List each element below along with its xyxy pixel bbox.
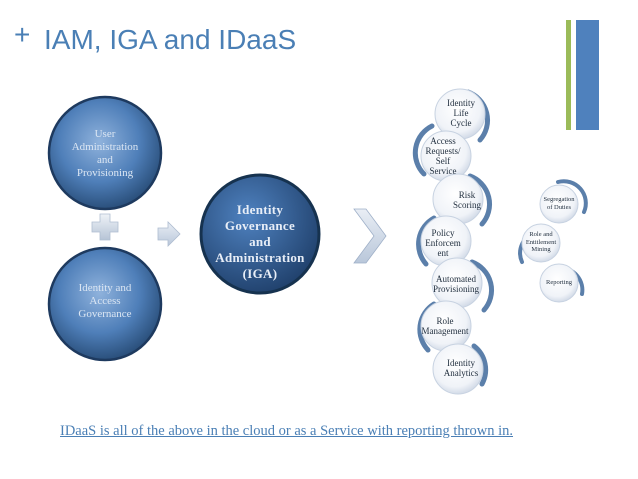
side-item-circle bbox=[521, 223, 561, 263]
identity-access-label: Identity and Access Governance bbox=[78, 282, 132, 320]
plus-icon: + bbox=[14, 19, 31, 50]
side-item-circle bbox=[539, 184, 579, 224]
user-admin-label: User Administration and Provisioning bbox=[71, 128, 139, 179]
capability-circle bbox=[432, 343, 484, 395]
arrow-right-icon bbox=[157, 221, 181, 247]
identity-access-circle bbox=[47, 246, 163, 362]
user-admin-circle bbox=[47, 95, 163, 211]
accent-bar-green bbox=[566, 20, 571, 130]
chevron-right-icon bbox=[353, 208, 387, 264]
slide-title: IAM, IGA and IDaaS bbox=[44, 24, 297, 55]
iga-circle bbox=[199, 173, 321, 295]
combine-plus-icon bbox=[91, 213, 119, 241]
accent-bar-blue bbox=[576, 20, 599, 130]
side-item-circle bbox=[539, 263, 579, 303]
iga-label: Identity Governance and Administration (… bbox=[215, 202, 305, 281]
side-label-reporting: Reporting bbox=[546, 279, 572, 286]
footer-link[interactable]: IDaaS is all of the above in the cloud o… bbox=[60, 423, 514, 439]
